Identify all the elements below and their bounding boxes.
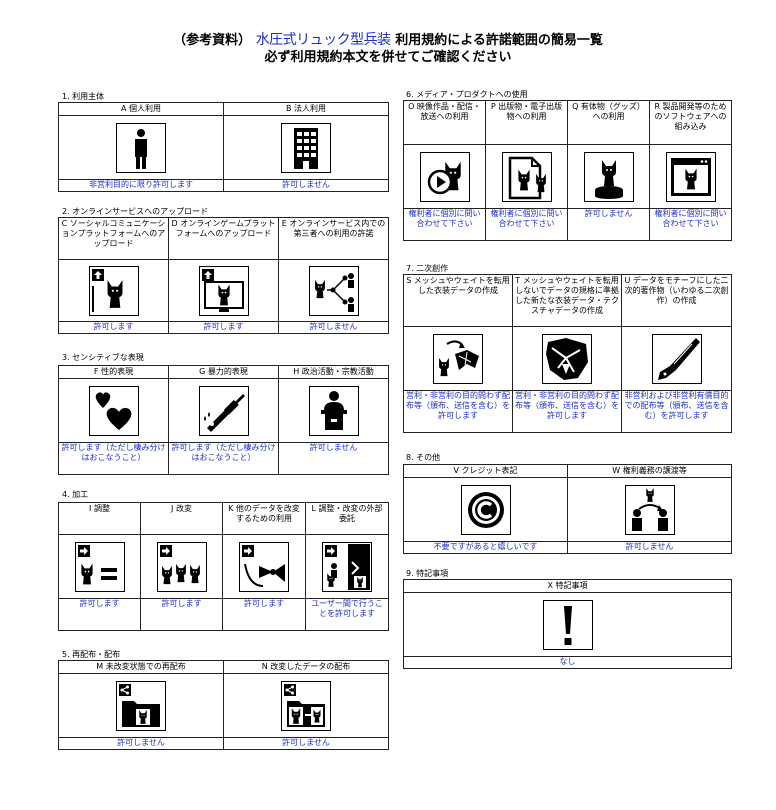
item-note: 許可しません [278,442,389,475]
share-network-icon [308,265,359,316]
new-outfit-icon [542,333,592,384]
copyright-icon [460,484,511,535]
section-title-7: 7. 二次創作 [406,264,449,273]
item-note: 許可します [168,321,279,334]
item-note: 許可します（ただし棲み分けはおこなうこと） [58,442,169,475]
item-note: 許可しません [223,737,389,750]
title-prefix: （参考資料） [173,33,252,48]
item-note: 許可します [222,598,306,631]
item-note: 許可しません [278,321,389,334]
hearts-icon [88,385,139,436]
item-label: I 調整 [58,502,141,535]
document-cat-icon [501,151,552,202]
upload-game-icon [198,265,249,316]
item-note: 許可します [58,321,169,334]
item-note: 権利者に個別に問い合わせて下さい [649,208,732,241]
item-note: 許可しません [567,208,650,241]
item-label: J 改変 [140,502,223,535]
exclamation-icon [542,599,593,650]
item-label: E オンラインサービス内での第三者への利用の許諾 [278,217,389,260]
section-title-1: 1. 利用主体 [62,92,105,101]
pen-nib-icon [651,333,702,384]
item-note: 許可します [58,598,141,631]
item-label: W 権利義務の譲渡等 [567,464,732,478]
item-label: D オンラインゲームプラットフォームへのアップロード [168,217,279,260]
item-note: 不要ですがあると嬉しいです [403,541,568,554]
item-label: K 他のデータを改変するための利用 [222,502,306,535]
section-title-5: 5. 再配布・配布 [62,650,121,659]
section-9-table: X 特記事項 なし [403,579,732,669]
section-3-table: F 性的表現 G 暴力的表現 H 政治活動・宗教活動 許可します（ただし棲み分け… [58,365,389,475]
section-8-table: V クレジット表記 W 権利義務の譲渡等 不要ですがあると嬉しいです 許可しませ… [403,464,732,554]
brand-logo-text: 水圧式リュック型兵装 [255,32,392,48]
knife-icon [198,385,249,436]
section-title-9: 9. 特記事項 [406,569,449,578]
modify-bow-icon [239,541,289,592]
section-4-table: I 調整 J 改変 K 他のデータを改変するための利用 L 調整・改変の外部委託… [58,502,389,631]
item-label: L 調整・改変の外部委託 [305,502,389,535]
item-label: G 暴力的表現 [168,365,279,379]
item-label: X 特記事項 [403,579,732,593]
upload-social-icon [88,265,139,316]
page-title: （参考資料） 水圧式リュック型兵装 利用規約による許諾範囲の簡易一覧 必ず利用規… [0,32,776,66]
share-folder-icon [116,680,166,731]
item-label: P 出版物・電子出版物への利用 [485,100,568,145]
item-note: 権利者に個別に問い合わせて下さい [403,208,486,241]
section-title-3: 3. センシティブな表現 [62,353,144,362]
item-note: 権利者に個別に問い合わせて下さい [485,208,568,241]
section-7-table: S メッシュやウェイトを転用した衣装データの作成 T メッシュやウェイトを転用し… [403,274,732,433]
outsource-icon [322,541,372,592]
share-modified-icon [281,680,331,731]
item-note: 非営利目的に限り許可します [58,179,224,192]
item-label: A 個人利用 [58,102,224,116]
item-label: H 政治活動・宗教活動 [278,365,389,379]
item-label: T メッシュやウェイトを転用しないでデータの規格に準拠した新たな衣装データ・テク… [512,274,622,327]
item-note: 許可しません [567,541,732,554]
item-label: B 法人利用 [223,102,389,116]
section-title-6: 6. メディア・プロダクトへの使用 [406,90,528,99]
section-title-8: 8. その他 [406,453,441,462]
item-note: ユーザー間で行うことを許可します [305,598,389,631]
item-note: なし [403,656,732,669]
software-window-icon [665,151,716,202]
item-note: 許可します [140,598,223,631]
item-label: V クレジット表記 [403,464,568,478]
item-note: 非営利および非営利有償目的での配布等（頒布、送信を含む）を許可します [621,390,732,433]
item-label: Q 有体物（グッズ）への利用 [567,100,650,145]
adjust-equal-icon [74,541,125,592]
transfer-rights-icon [624,484,675,535]
item-label: C ソーシャルコミュニケーションプラットフォームへのアップロード [58,217,169,260]
title-suffix: 利用規約による許諾範囲の簡易一覧 [395,33,603,48]
section-5-table: M 未改変状態での再配布 N 改変したデータの配布 許可しません 許可しません [58,660,389,750]
item-label: N 改変したデータの配布 [223,660,389,674]
podium-speaker-icon [308,385,359,436]
item-label: U データをモチーフにした二次的著作物（いわゆる二次創作）の作成 [621,274,732,327]
item-label: M 未改変状態での再配布 [58,660,224,674]
item-note: 営利・非営利の目的問わず配布等（頒布、送信を含む）を許可します [403,390,513,433]
section-1-table: A 個人利用 B 法人利用 非営利目的に限り許可します 許可しません [58,102,389,192]
section-2-table: C ソーシャルコミュニケーションプラットフォームへのアップロード D オンライン… [58,217,389,334]
section-6-table: O 映像作品・配信・放送への利用 P 出版物・電子出版物への利用 Q 有体物（グ… [403,100,732,241]
item-label: O 映像作品・配信・放送への利用 [403,100,486,145]
item-label: S メッシュやウェイトを転用した衣装データの作成 [403,274,513,327]
section-title-4: 4. 加工 [62,490,89,499]
item-label: R 製品開発等のためのソフトウェアへの組み込み [649,100,732,145]
modify-cats-icon [156,541,207,592]
mesh-transfer-icon [433,333,483,384]
item-label: F 性的表現 [58,365,169,379]
item-note: 許可しません [58,737,224,750]
title-subline: 必ず利用規約本文を併せてご確認ください [264,50,512,65]
item-note: 許可します（ただし棲み分けはおこなうこと） [168,442,279,475]
person-icon [116,122,166,173]
building-icon [281,122,331,173]
item-note: 許可しません [223,179,389,192]
section-title-2: 2. オンラインサービスへのアップロード [62,207,209,216]
goods-figure-icon [583,151,634,202]
item-note: 営利・非営利の目的問わず配布等（頒布、送信を含む）を許可します [512,390,622,433]
video-play-icon [419,151,470,202]
